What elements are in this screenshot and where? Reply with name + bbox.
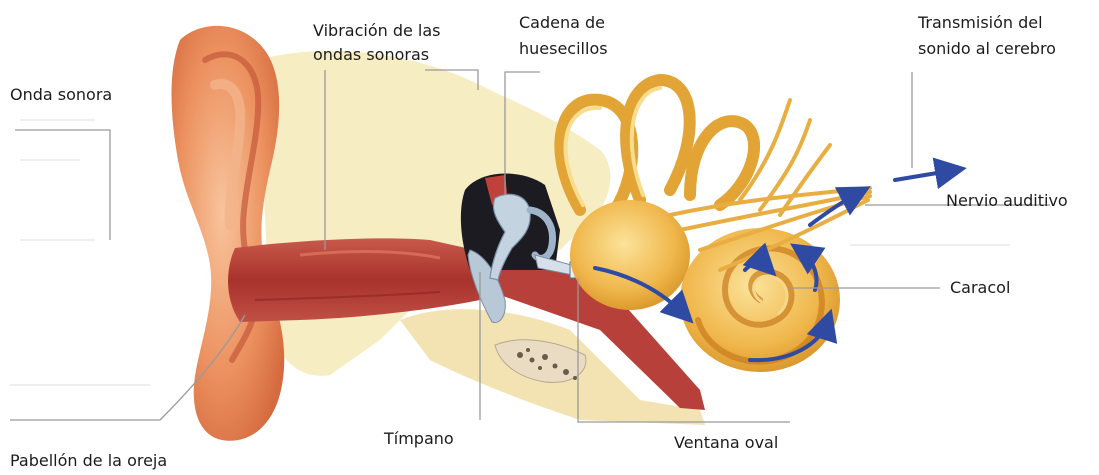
label-timpano: Tímpano [384, 428, 454, 450]
label-onda-sonora: Onda sonora [10, 84, 112, 106]
label-pabellon-oreja: Pabellón de la oreja [10, 450, 167, 472]
leader-onda-sonora [15, 130, 110, 240]
label-ventana-oval: Ventana oval [674, 432, 778, 454]
label-caracol: Caracol [950, 277, 1010, 299]
label-cadena-line2: huesecillos [519, 38, 608, 60]
label-nervio-auditivo: Nervio auditivo [946, 190, 1068, 212]
label-transmision-line1: Transmisión del [918, 12, 1043, 34]
label-vibracion-line2: ondas sonoras [313, 44, 429, 66]
label-vibracion-line1: Vibración de las [313, 20, 441, 42]
label-cadena-line1: Cadena de [519, 12, 605, 34]
label-transmision-line2: sonido al cerebro [918, 38, 1056, 60]
